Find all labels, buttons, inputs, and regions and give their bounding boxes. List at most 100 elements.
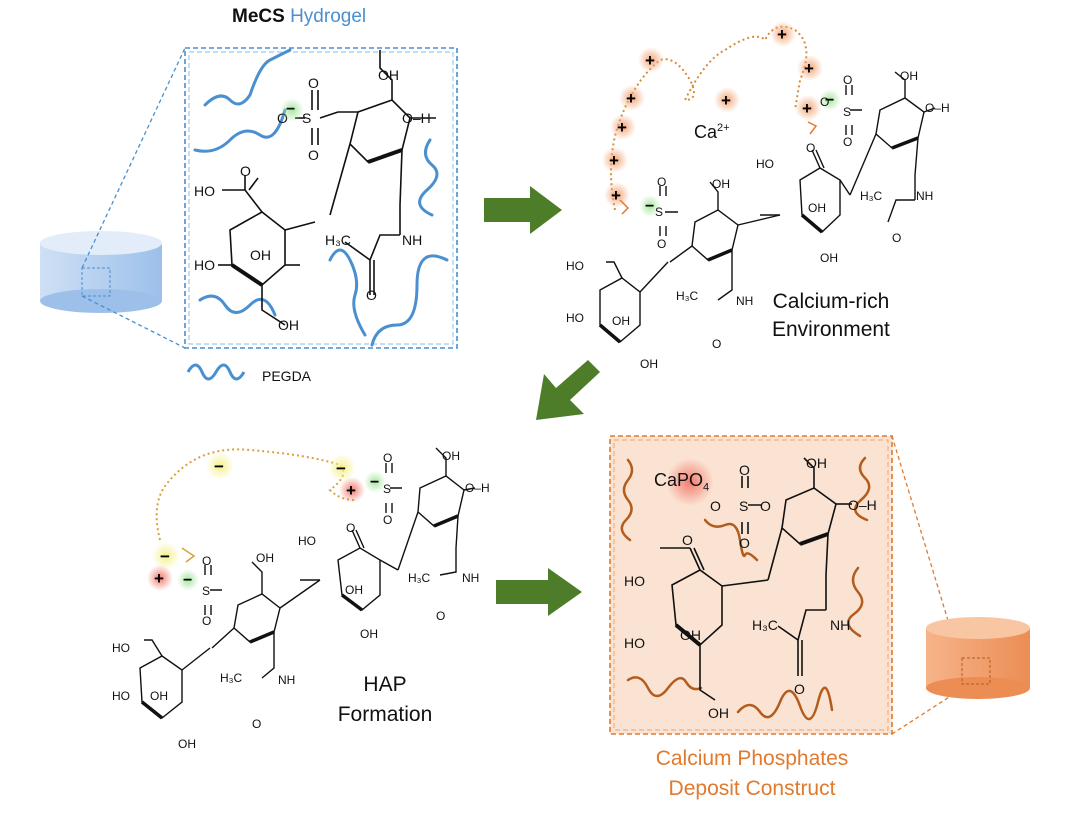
svg-text:O: O [794,681,805,697]
molecule-a-labels: OH O–H S O O O HO O OH OH H₃C NH O [756,69,950,265]
svg-text:OH: OH [806,455,827,471]
svg-text:−: − [214,457,224,476]
svg-text:HO: HO [112,641,130,655]
svg-text:S: S [655,205,663,219]
panel-deposit: OH O–H S O O O O HO O HO OH OH H₃C NH O [609,435,1030,735]
svg-text:O: O [710,498,721,514]
chem-label-oh-top: OH [378,67,399,83]
svg-text:O: O [657,175,666,189]
svg-text:O: O [739,462,750,478]
molecule-e-labels: OH O–H S O O O O HO O HO OH OH H₃C NH O [624,455,877,721]
svg-text:O: O [820,95,829,109]
svg-text:O: O [657,237,666,251]
chem-label-o-cooh: O [240,163,251,179]
deposit-caption-line2: Deposit Construct [668,777,836,800]
calcium-env-line1: Calcium-rich [772,290,890,313]
negative-charges: − − [639,89,841,217]
svg-text:OH: OH [900,69,918,83]
svg-text:S: S [739,498,748,514]
svg-text:S: S [202,584,210,598]
svg-text:HO: HO [624,635,645,651]
svg-text:HO: HO [298,534,316,548]
svg-text:O: O [843,135,852,149]
svg-text:H₃C: H₃C [860,189,883,203]
svg-text:S: S [383,482,391,496]
hap-label: HAP Formation [330,670,440,730]
svg-text:+: + [804,59,814,78]
svg-text:HO: HO [624,573,645,589]
svg-text:O: O [843,73,852,87]
svg-text:OH: OH [680,627,701,643]
molecule-d-labels: OH S O O HO HO OH OH H₃C NH O [112,551,295,751]
svg-text:−: − [336,459,346,478]
chem-label-o-bottom: O [308,147,319,163]
svg-text:−: − [183,572,192,589]
molecule-a [760,71,936,234]
svg-text:O: O [682,532,693,548]
molecule-c-labels: OH O–H S O O HO O OH OH H₃C NH O [298,449,490,641]
svg-text:OH: OH [178,737,196,751]
chem-label-oh-bottom: OH [278,317,299,333]
zoom-lines [81,47,186,349]
molecule-c [300,447,476,612]
svg-text:O: O [739,535,750,551]
capo4-text: CaPO [654,470,704,490]
svg-text:O: O [383,513,392,527]
svg-text:NH: NH [278,673,295,687]
svg-text:NH: NH [736,294,753,308]
svg-text:O–H: O–H [848,497,877,513]
mecs-molecule [218,50,436,326]
svg-text:NH: NH [462,571,479,585]
mecs-molecule-labels: OH O–H S O O O HO O HO OH OH H₃C NH O [194,67,431,333]
chem-label-nh: NH [402,232,422,248]
svg-text:NH: NH [916,189,933,203]
svg-text:HO: HO [112,689,130,703]
chem-label-o-amide: O [366,287,377,303]
chem-label-ho-cooh: HO [194,183,215,199]
svg-text:−: − [160,547,170,566]
svg-text:O: O [806,141,815,155]
svg-text:HO: HO [566,311,584,325]
calcium-ions: + + + + + + + + + [602,21,823,208]
svg-text:NH: NH [830,617,850,633]
molecule-d [139,561,321,720]
svg-text:H₃C: H₃C [408,571,431,585]
svg-text:OH: OH [708,705,729,721]
svg-text:+: + [611,186,621,205]
svg-text:+: + [777,25,787,44]
svg-text:O: O [346,521,355,535]
pegda-chains [193,48,449,347]
hydrogel-title: MeCS Hydrogel [232,6,366,28]
chem-label-h3c: H₃C [325,232,351,248]
chem-label-o-top: O [308,75,319,91]
svg-text:+: + [626,89,636,108]
svg-text:+: + [609,151,619,170]
chem-label-o-left: O [277,110,288,126]
svg-text:H₃C: H₃C [676,289,699,303]
calcium-env-line2: Environment [772,318,890,341]
chem-label-oh-right: O–H [402,110,431,126]
calcium-ion-symbol: Ca [694,122,718,142]
svg-text:HO: HO [566,259,584,273]
svg-text:OH: OH [640,357,658,371]
deposit-zoom-box [609,435,893,735]
dotted-chain-hap [155,448,356,541]
hydrogel-zoom-box [184,47,458,349]
svg-text:HO: HO [756,157,774,171]
svg-text:+: + [645,51,655,70]
svg-text:O: O [436,609,445,623]
svg-text:O: O [712,337,721,351]
svg-text:S: S [843,105,851,119]
svg-text:H₃C: H₃C [220,671,243,685]
svg-text:+: + [346,481,356,500]
svg-text:H₃C: H₃C [752,617,778,633]
svg-text:OH: OH [612,314,630,328]
pegda-legend-label: PEGDA [262,368,312,384]
svg-text:OH: OH [150,689,168,703]
svg-text:O–H: O–H [925,101,950,115]
svg-text:O: O [202,614,211,628]
hydrogel-title-rest: Hydrogel [290,6,367,27]
arrow-down-left [536,360,600,420]
deposit-caption: Calcium Phosphates Deposit Construct [612,744,892,804]
panel-calcium: + + + + + + + + + − − [566,21,950,371]
